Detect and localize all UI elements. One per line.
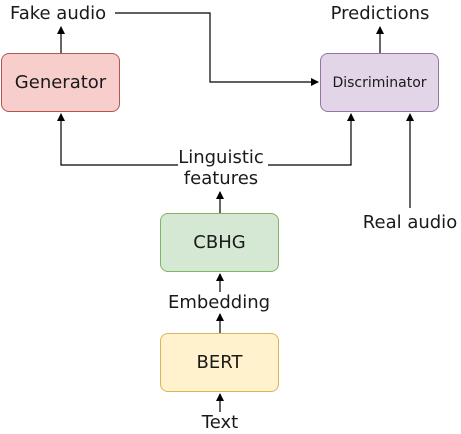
- real-audio-label: Real audio: [362, 212, 458, 233]
- bert-label: BERT: [196, 352, 243, 373]
- linguistic-features-line2: features: [183, 168, 259, 189]
- edge-fake-audio-to-discriminator: [115, 12, 319, 86]
- text-label: Text: [201, 412, 239, 433]
- generator-label: Generator: [14, 72, 107, 93]
- edge-linguistic-to-generator: [57, 113, 178, 166]
- cbhg-node: CBHG: [160, 213, 279, 272]
- edge-linguistic-to-discriminator: [268, 113, 355, 166]
- discriminator-label: Discriminator: [332, 74, 427, 91]
- fake-audio-label: Fake audio: [10, 3, 107, 24]
- bert-node: BERT: [160, 333, 279, 392]
- predictions-label: Predictions: [330, 3, 430, 24]
- generator-node: Generator: [1, 53, 120, 112]
- linguistic-features-line1: Linguistic: [178, 147, 264, 168]
- embedding-label: Embedding: [167, 292, 271, 313]
- cbhg-label: CBHG: [193, 232, 246, 253]
- discriminator-node: Discriminator: [320, 53, 439, 112]
- linguistic-features-label: Linguistic features: [178, 147, 264, 189]
